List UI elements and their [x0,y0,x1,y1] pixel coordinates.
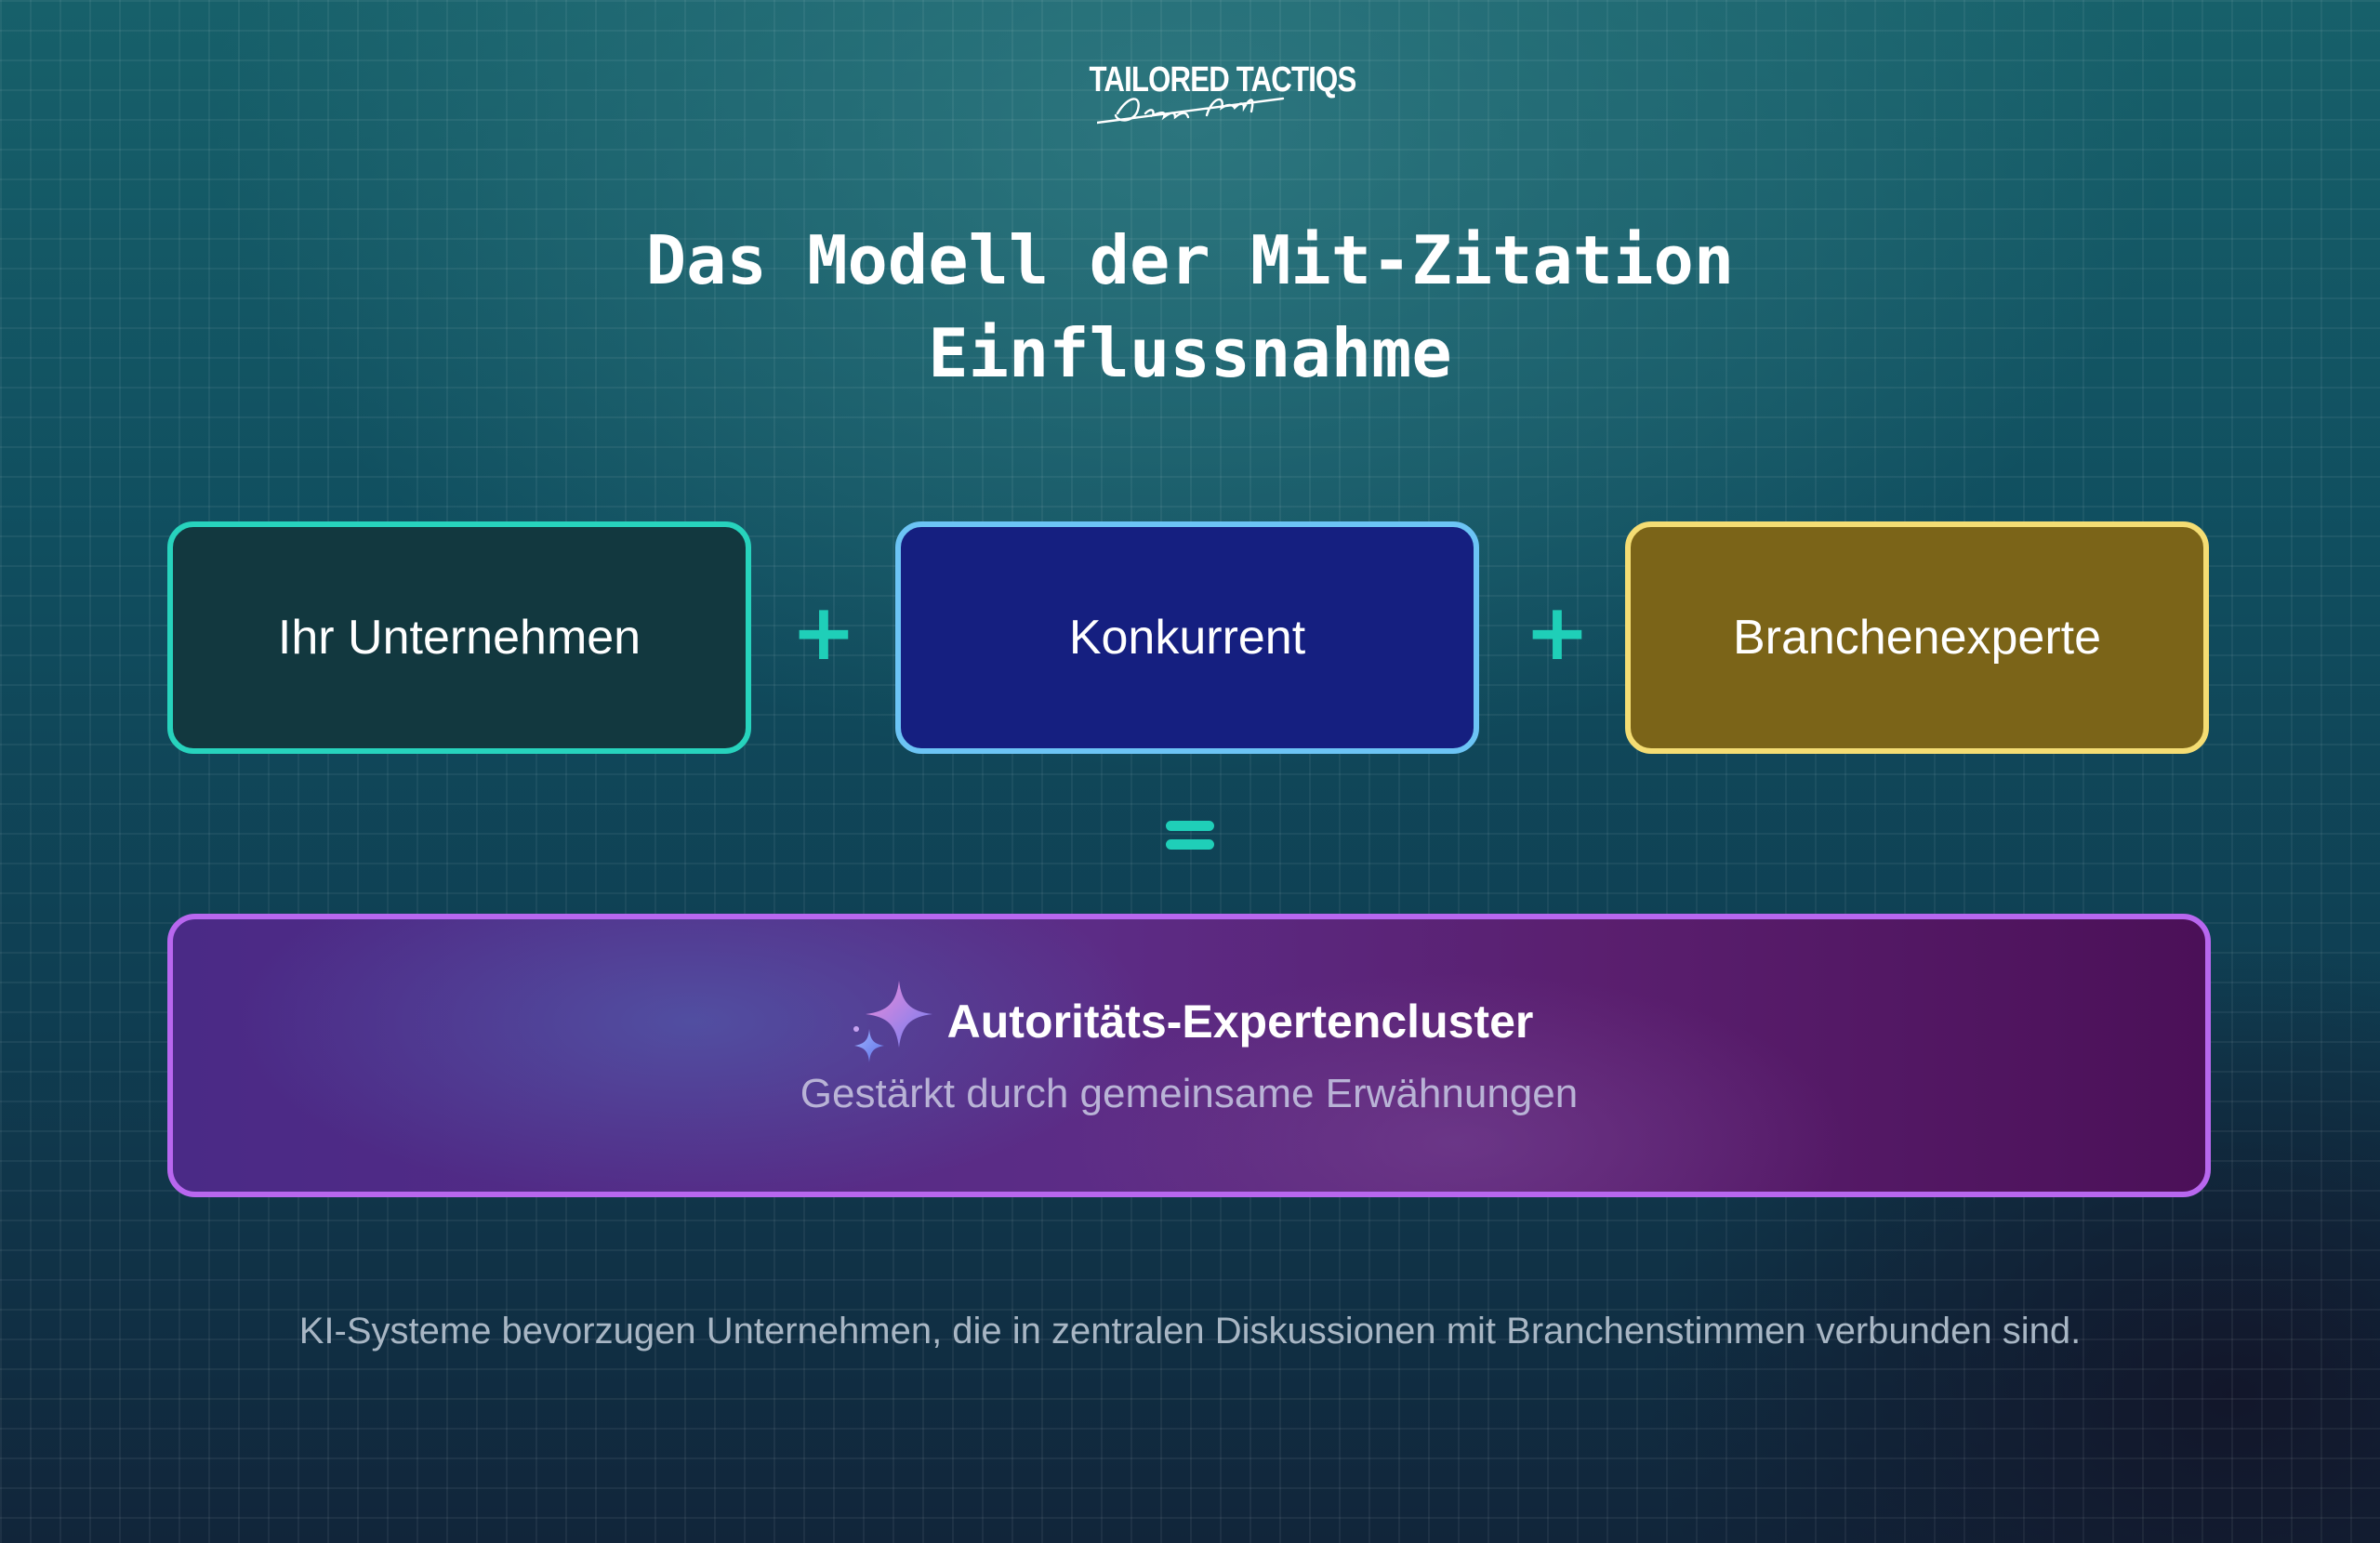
term-label-company: Ihr Unternehmen [277,611,641,665]
term-label-industry-expert: Branchenexperte [1732,611,2102,665]
term-box-competitor: Konkurrent [895,521,1479,754]
equals-operator [1166,821,1214,851]
result-title: Autoritäts-Expertencluster [946,996,1534,1048]
plus-operator: + [1524,587,1591,678]
logo-signature [1097,97,1285,125]
term-box-industry-expert: Branchenexperte [1625,521,2209,754]
result-box: Autoritäts-Expertencluster Gestärkt durc… [167,914,2211,1197]
title-line-2: Einflussnahme [928,314,1452,392]
plus-operator: + [790,587,857,678]
title-line-1: Das Modell der Mit-Zitation [645,221,1735,299]
sparkle-icon [853,981,932,1062]
diagram-title: Das Modell der Mit-Zitation Einflussnahm… [446,214,1934,400]
logo-wordmark: TAILORED TACTIQS [1089,60,1356,99]
term-box-company: Ihr Unternehmen [167,521,751,754]
term-label-competitor: Konkurrent [1068,611,1306,665]
brand-logo: TAILORED TACTIQS [1060,58,1356,132]
footnote: KI-Systeme bevorzugen Unternehmen, die i… [298,1311,2082,1352]
result-subtitle: Gestärkt durch gemeinsame Erwähnungen [800,1071,1579,1116]
